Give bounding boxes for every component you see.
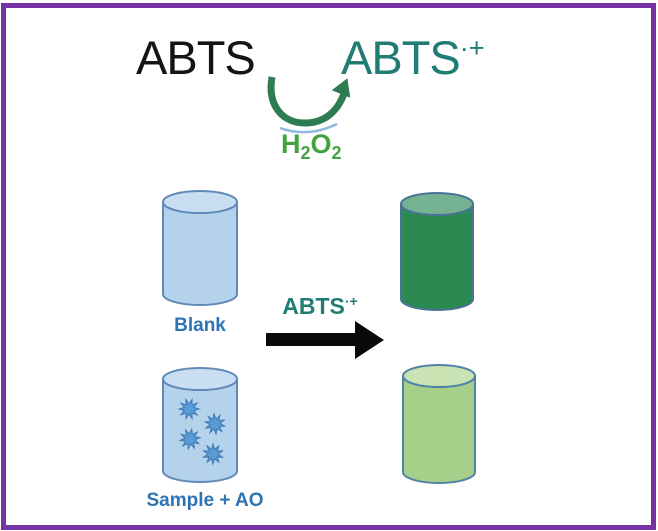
reagent-base-text: ABTS <box>282 293 345 319</box>
vial-top <box>400 192 474 216</box>
blank-vial-label: Blank <box>174 315 226 336</box>
oxidized-vial <box>400 192 474 311</box>
blank-vial <box>162 190 238 306</box>
right-arrow-shaft <box>266 333 356 346</box>
purple-border-frame <box>1 3 656 530</box>
catalyst-subscript: 2 <box>331 143 342 163</box>
vial-top <box>162 190 238 214</box>
catalyst-subscript: 2 <box>300 143 311 163</box>
vial-body <box>162 378 238 483</box>
catalyst-label: H2O2 <box>281 129 342 164</box>
product-label: ABTS·+ <box>341 34 485 81</box>
curved-arrow-shaft <box>267 76 349 127</box>
product-base-text: ABTS <box>341 31 461 84</box>
catalyst-element: O <box>310 129 332 159</box>
sample-vial <box>162 367 238 483</box>
curved-reaction-arrow-icon <box>267 76 351 134</box>
vial-body <box>400 203 474 311</box>
transformation-reagent-label: ABTS·+ <box>268 294 372 318</box>
catalyst-element: H <box>281 129 301 159</box>
radical-cation-superscript: ·+ <box>459 33 485 63</box>
vial-top <box>162 367 238 391</box>
right-arrow-head <box>355 321 384 359</box>
curved-arrow-head <box>331 78 351 98</box>
sample-vial-label: Sample + AO <box>146 490 264 511</box>
reduced-vial <box>402 364 476 484</box>
curve-underline <box>279 122 338 134</box>
vial-body <box>402 375 476 484</box>
vial-body <box>162 201 238 306</box>
vial-top <box>402 364 476 388</box>
radical-cation-superscript: ·+ <box>344 293 358 309</box>
substrate-label: ABTS <box>136 31 256 84</box>
right-arrow-icon <box>266 321 384 359</box>
